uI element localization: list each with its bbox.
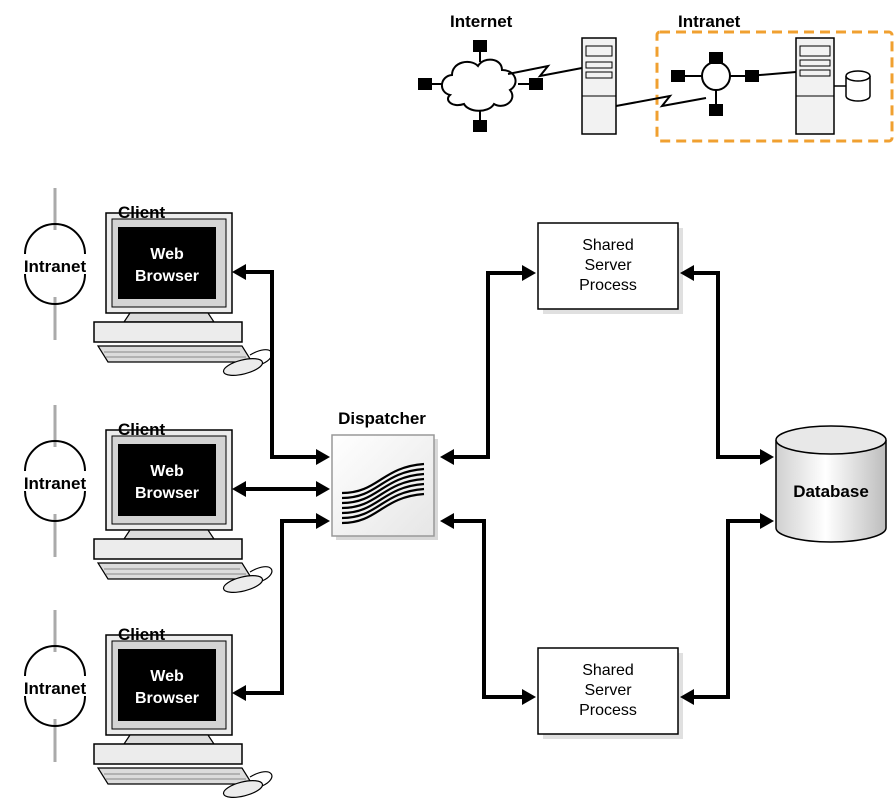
- screen-text-web: Web: [150, 246, 184, 263]
- arrowhead: [316, 449, 330, 465]
- connector-dispatcher-server1: [453, 271, 522, 459]
- screen-text-web: Web: [150, 463, 184, 480]
- connector-client1-dispatcher: [245, 270, 316, 459]
- network-inset: Internet Intranet: [418, 12, 894, 143]
- internet-cloud-icon: [418, 40, 543, 132]
- database-cylinder: Database: [775, 425, 887, 543]
- intranet-link-bolt: [615, 94, 707, 108]
- connector-client3-dispatcher: [245, 519, 316, 695]
- client-3: Client Web Browser Intranet: [23, 608, 274, 800]
- arrowhead: [522, 265, 536, 281]
- arrowhead: [760, 513, 774, 529]
- arrowhead: [316, 513, 330, 529]
- screen-text-browser: Browser: [135, 485, 199, 502]
- connector-server2-database: [693, 519, 760, 699]
- arrowhead: [680, 265, 694, 281]
- shared-server-process-1: Shared Server Process: [537, 222, 683, 314]
- small-database-icon: [845, 70, 871, 102]
- client-1: Client Web Browser Intranet: [23, 186, 274, 381]
- dispatcher-waves-icon: [341, 462, 425, 525]
- intranet-hub-icon: [671, 52, 797, 116]
- client-label: Client: [118, 420, 166, 439]
- arrowhead: [680, 689, 694, 705]
- connector-server1-database: [693, 271, 760, 459]
- internet-link-bolt: [507, 64, 583, 78]
- arrowhead: [232, 264, 246, 280]
- server-text-shared: Shared: [582, 662, 634, 679]
- arrowhead: [760, 449, 774, 465]
- connector-dispatcher-server2: [453, 519, 522, 699]
- server-text-shared: Shared: [582, 237, 634, 254]
- screen-text-browser: Browser: [135, 268, 199, 285]
- arrowhead: [232, 481, 246, 497]
- intranet-label: Intranet: [24, 474, 87, 493]
- server-text-process: Process: [579, 702, 637, 719]
- db-server-icon: [795, 37, 846, 135]
- intranet-label: Intranet: [24, 257, 87, 276]
- client-label: Client: [118, 203, 166, 222]
- arrowhead: [522, 689, 536, 705]
- client-2: Client Web Browser Intranet: [23, 403, 274, 598]
- server-text-process: Process: [579, 277, 637, 294]
- internet-label: Internet: [450, 12, 513, 31]
- intranet-label: Intranet: [24, 679, 87, 698]
- arrowhead: [440, 513, 454, 529]
- database-label: Database: [793, 482, 869, 501]
- dispatcher: Dispatcher: [331, 409, 438, 540]
- arrowhead: [316, 481, 330, 497]
- server-text-server: Server: [584, 257, 632, 274]
- intranet-zone-border: [655, 30, 894, 143]
- screen-text-browser: Browser: [135, 690, 199, 707]
- arrowhead: [232, 685, 246, 701]
- arrowheads: [232, 264, 774, 705]
- client-label: Client: [118, 625, 166, 644]
- arrowhead: [440, 449, 454, 465]
- shared-server-process-2: Shared Server Process: [537, 647, 683, 739]
- screen-text-web: Web: [150, 668, 184, 685]
- web-server-icon: [581, 37, 617, 135]
- connectors: [245, 270, 760, 699]
- intranet-label: Intranet: [678, 12, 741, 31]
- server-text-server: Server: [584, 682, 632, 699]
- dispatcher-label: Dispatcher: [338, 409, 426, 428]
